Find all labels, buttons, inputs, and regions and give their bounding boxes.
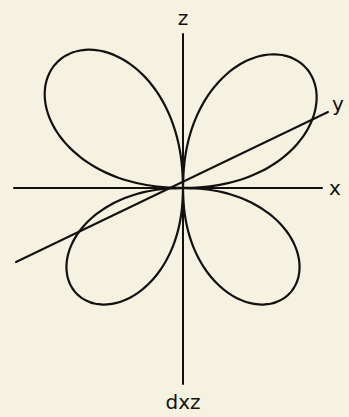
axis-label: x: [329, 178, 341, 198]
orbital-lobe: [183, 54, 317, 188]
orbital-lobe: [45, 50, 183, 188]
axis-label: z: [178, 8, 189, 28]
orbital-lobe: [66, 188, 183, 305]
axis-label: y: [332, 94, 344, 114]
orbital-name: dxz: [165, 392, 200, 412]
orbital-lobe: [183, 188, 300, 305]
